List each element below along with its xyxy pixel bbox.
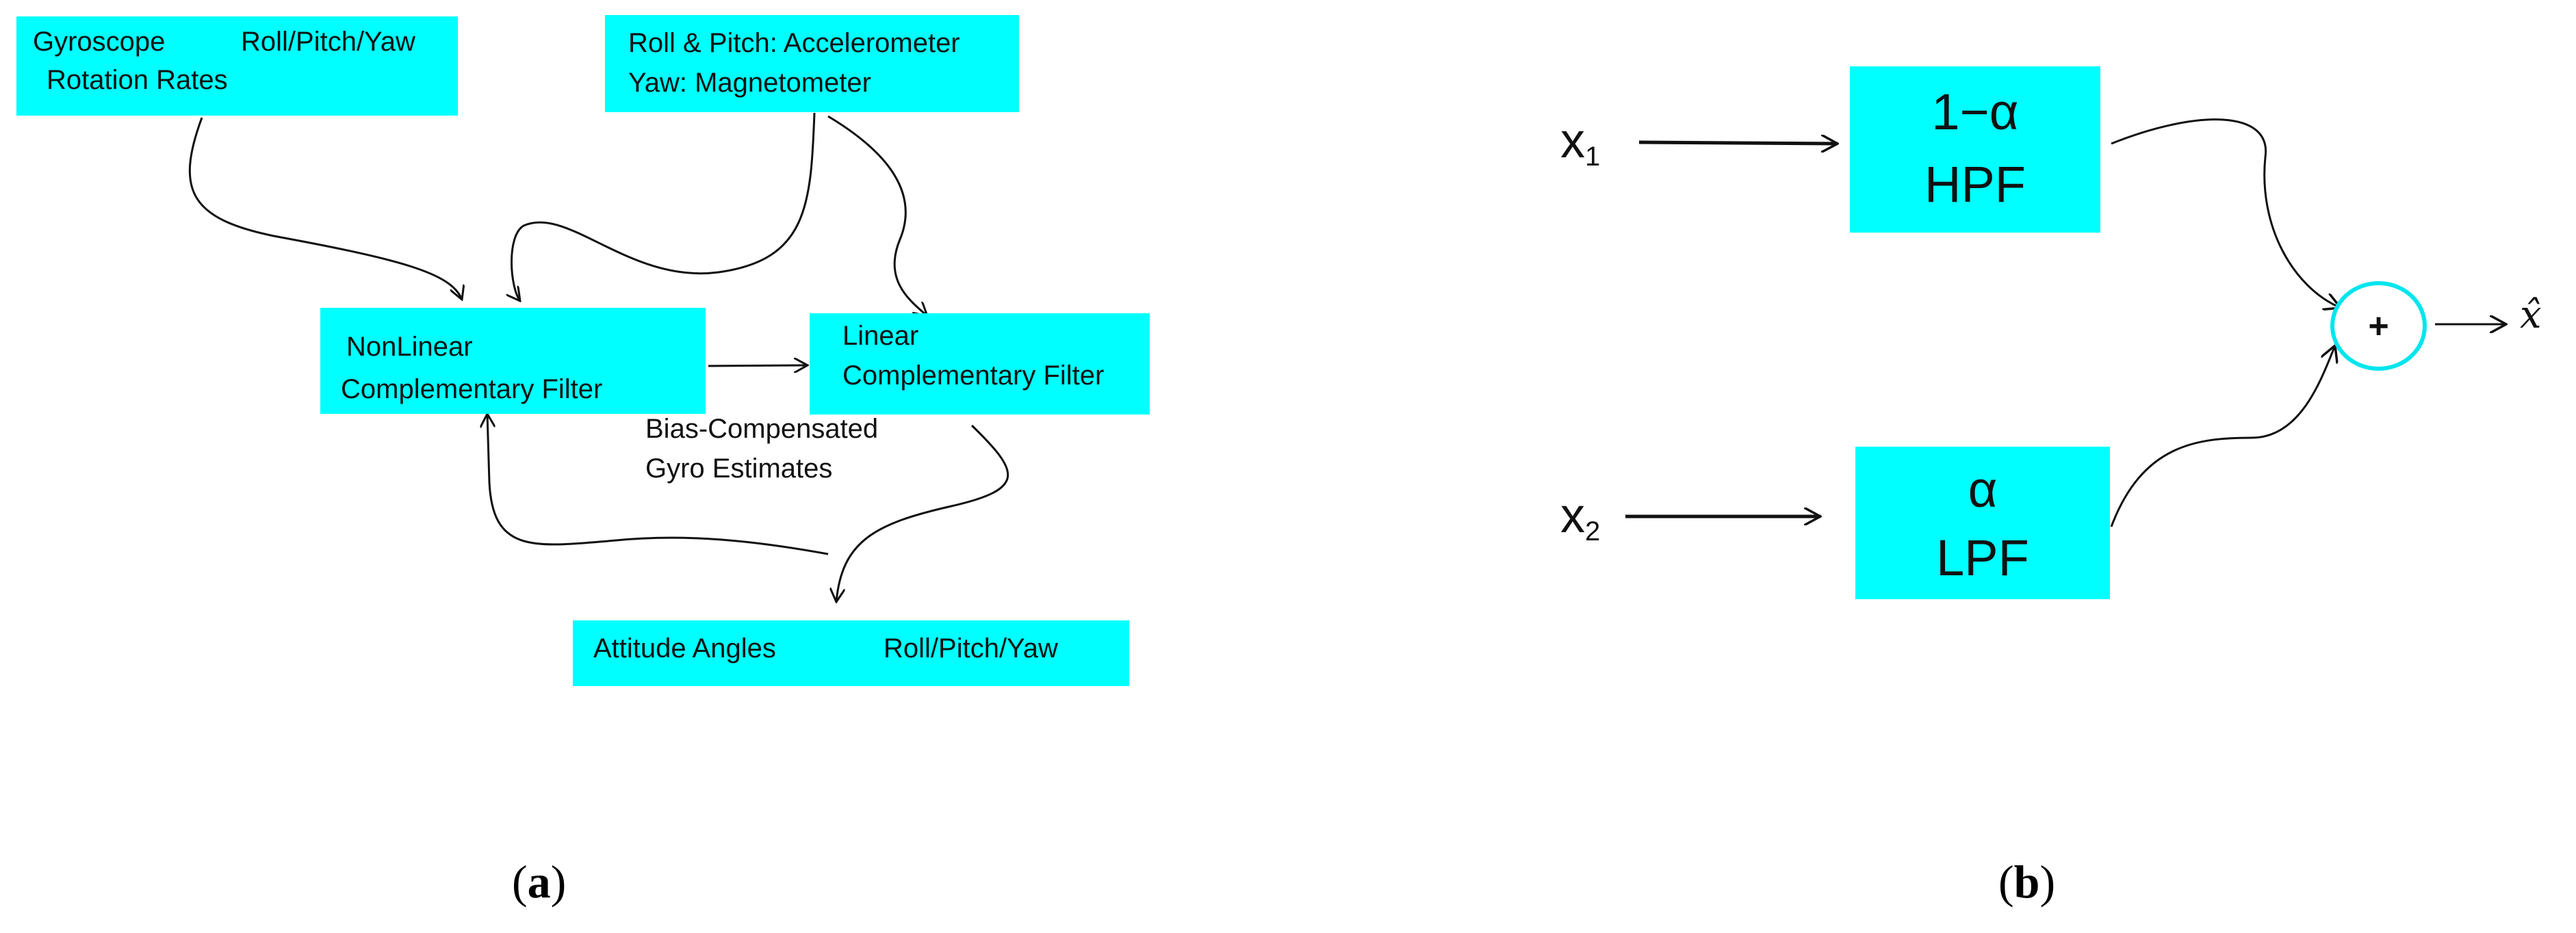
input-x2-label: x2 bbox=[1560, 488, 1601, 547]
linear-filter-label-line1: Linear bbox=[842, 321, 919, 351]
panel-b-complementary-filter: x1 x2 1−α HPF α LPF + x̂ (b) bbox=[1471, 0, 2576, 933]
linear-filter-label-line2: Complementary Filter bbox=[842, 360, 1105, 391]
wire-accel-to-linear bbox=[827, 115, 927, 316]
hpf-box: 1−α HPF bbox=[1850, 66, 2100, 233]
hpf-weight-label: 1−α bbox=[1931, 83, 2019, 140]
nonlinear-filter-label-line1: NonLinear bbox=[346, 332, 473, 362]
output-xhat-label: x̂ bbox=[2520, 293, 2542, 337]
accelerometer-magnetometer-box: Roll & Pitch: Accelerometer Yaw: Magneto… bbox=[605, 15, 1019, 112]
plus-icon: + bbox=[2368, 306, 2389, 346]
attitude-output-label: Roll/Pitch/Yaw bbox=[884, 633, 1058, 663]
hpf-label: HPF bbox=[1924, 156, 2026, 213]
wire-lpf-to-sum bbox=[2110, 345, 2335, 527]
caption-b: (b) bbox=[1998, 856, 2056, 908]
accelerometer-label: Roll & Pitch: Accelerometer bbox=[628, 28, 960, 58]
caption-a: (a) bbox=[512, 856, 567, 908]
bias-compensated-label: Bias-Compensated bbox=[645, 414, 879, 444]
nonlinear-filter-box: NonLinear Complementary Filter bbox=[320, 308, 706, 414]
attitude-angles-label: Attitude Angles bbox=[593, 633, 776, 663]
rotation-rates-label: Rotation Rates bbox=[47, 65, 228, 95]
wire-x1-to-hpf bbox=[1638, 142, 1838, 144]
gyroscope-box: Gyroscope Roll/Pitch/Yaw Rotation Rates bbox=[16, 16, 458, 116]
wire-linear-to-attitude bbox=[836, 424, 1009, 602]
wire-accel-to-nonlinear bbox=[512, 112, 816, 301]
wire-gyro-to-nonlinear bbox=[188, 117, 462, 300]
attitude-angles-box: Attitude Angles Roll/Pitch/Yaw bbox=[573, 620, 1129, 686]
gyroscope-label: Gyroscope bbox=[33, 27, 166, 57]
summing-junction: + bbox=[2330, 281, 2427, 371]
input-x1-label: x1 bbox=[1560, 114, 1601, 172]
gyroscope-output-label: Roll/Pitch/Yaw bbox=[241, 27, 415, 57]
panel-a-attitude-diagram: Gyroscope Roll/Pitch/Yaw Rotation Rates … bbox=[0, 0, 1163, 933]
panel-b-connectors bbox=[1625, 118, 2576, 527]
wire-feedback-to-nonlinear bbox=[487, 414, 829, 555]
lpf-box: α LPF bbox=[1855, 447, 2110, 599]
linear-filter-box: Linear Complementary Filter bbox=[810, 313, 1150, 415]
lpf-label: LPF bbox=[1936, 529, 2029, 586]
wire-nonlinear-to-linear bbox=[708, 365, 808, 366]
wire-hpf-to-sum bbox=[2111, 118, 2341, 308]
nonlinear-filter-label-line2: Complementary Filter bbox=[341, 374, 603, 404]
magnetometer-label: Yaw: Magnetometer bbox=[628, 68, 871, 98]
lpf-weight-label: α bbox=[1968, 461, 1998, 518]
panel-a-connectors bbox=[163, 0, 1009, 933]
gyro-estimates-label: Gyro Estimates bbox=[645, 454, 833, 484]
